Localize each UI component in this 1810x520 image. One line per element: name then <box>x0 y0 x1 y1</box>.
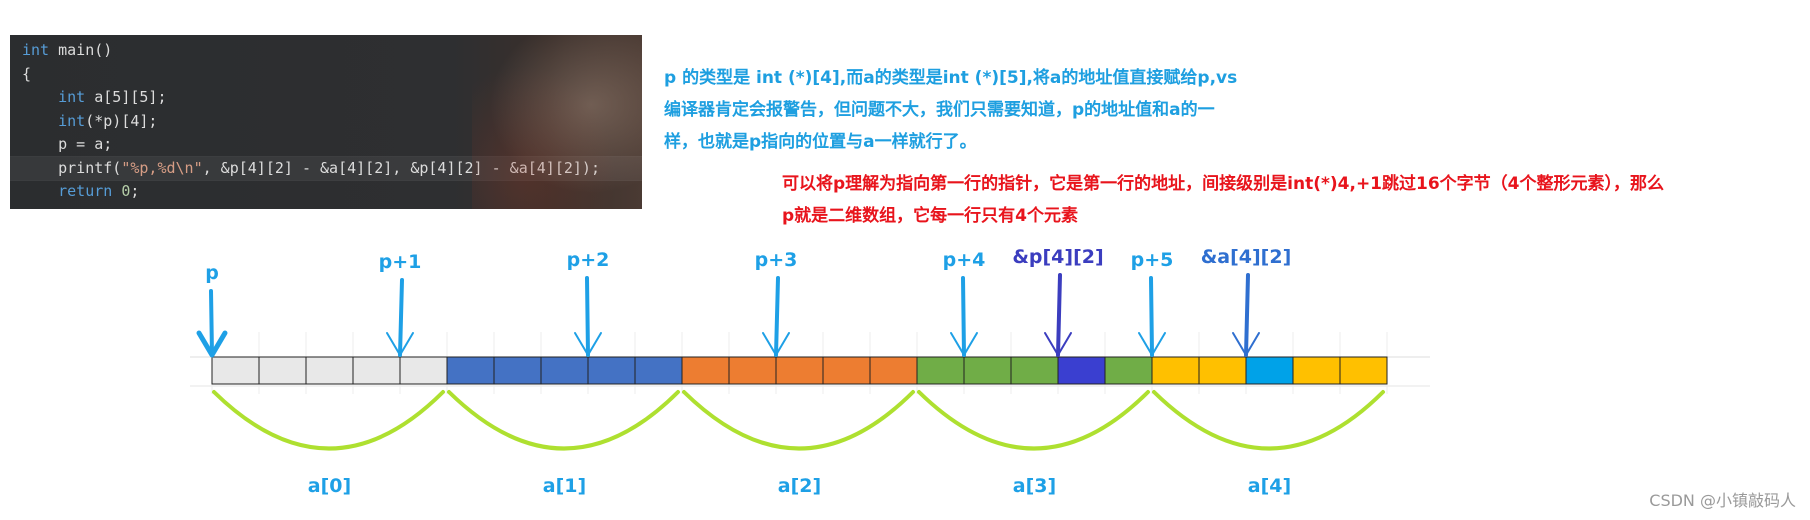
row-brace <box>917 390 1150 451</box>
code-token: int <box>58 88 86 106</box>
memory-cell <box>493 356 542 385</box>
note-line: 样，也就是p指向的位置与a一样就行了。 <box>664 132 977 152</box>
memory-cell <box>963 356 1012 385</box>
memory-cell <box>1292 356 1341 385</box>
code-token: int <box>22 41 50 59</box>
row-label: a[4] <box>1248 475 1291 497</box>
row-label: a[0] <box>308 475 351 497</box>
pointer-arrow-head <box>1044 332 1072 356</box>
pointer-label: p <box>205 262 219 284</box>
code-token: "%p,%d\n" <box>121 158 203 177</box>
pointer-label: p+4 <box>943 249 986 271</box>
pointer-arrow-shaft <box>1149 276 1154 357</box>
memory-cell <box>446 356 495 385</box>
memory-cell <box>681 356 730 385</box>
row-brace <box>447 390 680 451</box>
memory-cell <box>587 356 636 385</box>
memory-cell <box>916 356 965 385</box>
memory-cell <box>1151 356 1200 385</box>
pointer-label: p+2 <box>567 249 610 271</box>
memory-cell <box>1010 356 1059 385</box>
pointer-arrow-shaft <box>398 278 404 357</box>
pointer-arrow-shaft <box>774 276 780 357</box>
memory-cell <box>540 356 589 385</box>
pointer-arrow-head <box>196 330 228 358</box>
memory-cell <box>634 356 683 385</box>
pointer-arrow-head <box>386 332 414 356</box>
code-line: int main() <box>10 39 642 63</box>
code-token: main() <box>49 41 113 59</box>
pointer-arrow-head <box>1138 332 1166 356</box>
memory-cell <box>305 356 354 385</box>
code-editor-screenshot: int main(){ int a[5][5]; int(*p)[4]; p =… <box>10 35 642 209</box>
memory-cell <box>1057 356 1106 385</box>
row-brace <box>212 390 445 451</box>
memory-cell <box>399 356 448 385</box>
pointer-arrow-shaft <box>1244 273 1250 357</box>
code-line: int a[5][5]; <box>10 86 642 110</box>
pointer-arrow-shaft <box>1056 273 1062 357</box>
memory-cell <box>1339 356 1388 385</box>
memory-cell <box>775 356 824 385</box>
code-token: int <box>58 111 86 130</box>
row-label: a[2] <box>778 475 821 497</box>
note-line: p 的类型是 int (*)[4],而a的类型是int (*)[5],将a的地址… <box>664 68 1238 88</box>
memory-cell <box>822 356 871 385</box>
code-line: return 0; <box>10 180 642 204</box>
code-token: { <box>22 64 32 83</box>
note-line: 可以将p理解为指向第一行的指针，它是第一行的地址，间接级别是int(*)4,+1… <box>782 174 1664 194</box>
pointer-arrow-shaft <box>585 276 590 357</box>
note-line: p就是二维数组，它每一行只有4个元素 <box>782 206 1078 226</box>
code-token: (*p)[4]; <box>85 111 158 130</box>
memory-cell <box>352 356 401 385</box>
pointer-arrow-head <box>762 332 790 356</box>
memory-cell <box>728 356 777 385</box>
pointer-label: &a[4][2] <box>1201 246 1292 268</box>
watermark: CSDN @小镇敲码人 <box>1649 491 1796 510</box>
pointer-arrow-head <box>950 332 978 356</box>
code-token: ; <box>130 182 140 200</box>
pointer-label: p+1 <box>379 251 422 273</box>
code-token: 0 <box>121 182 131 200</box>
row-label: a[1] <box>543 475 586 497</box>
code-token: a[5][5]; <box>85 88 167 106</box>
explanation-note-blue: p 的类型是 int (*)[4],而a的类型是int (*)[5],将a的地址… <box>664 62 1324 158</box>
pointer-label: p+5 <box>1131 249 1174 271</box>
memory-cell <box>869 356 918 385</box>
row-brace <box>682 390 915 451</box>
pointer-arrow-shaft <box>209 289 214 357</box>
explanation-note-red: 可以将p理解为指向第一行的指针，它是第一行的地址，间接级别是int(*)4,+1… <box>782 168 1802 232</box>
pointer-label: p+3 <box>755 249 798 271</box>
memory-cell <box>1198 356 1247 385</box>
note-line: 编译器肯定会报警告，但问题不大，我们只需要知道，p的地址值和a的一 <box>664 100 1215 120</box>
code-token: printf( <box>22 158 122 177</box>
pointer-arrow-head <box>574 332 602 356</box>
code-line: p = a; <box>10 133 642 157</box>
row-brace <box>1152 390 1385 451</box>
code-token: return <box>58 182 113 200</box>
pointer-arrow-shaft <box>961 276 966 357</box>
code-line: int(*p)[4]; <box>10 110 642 134</box>
memory-cell <box>258 356 307 385</box>
pointer-label: &p[4][2] <box>1012 246 1103 268</box>
memory-cell <box>1245 356 1294 385</box>
pointer-arrow-head <box>1232 332 1260 356</box>
memory-cell <box>1104 356 1153 385</box>
row-label: a[3] <box>1013 475 1056 497</box>
code-token: p = a; <box>22 135 113 153</box>
code-line: { <box>10 63 642 87</box>
memory-cell <box>211 356 260 385</box>
